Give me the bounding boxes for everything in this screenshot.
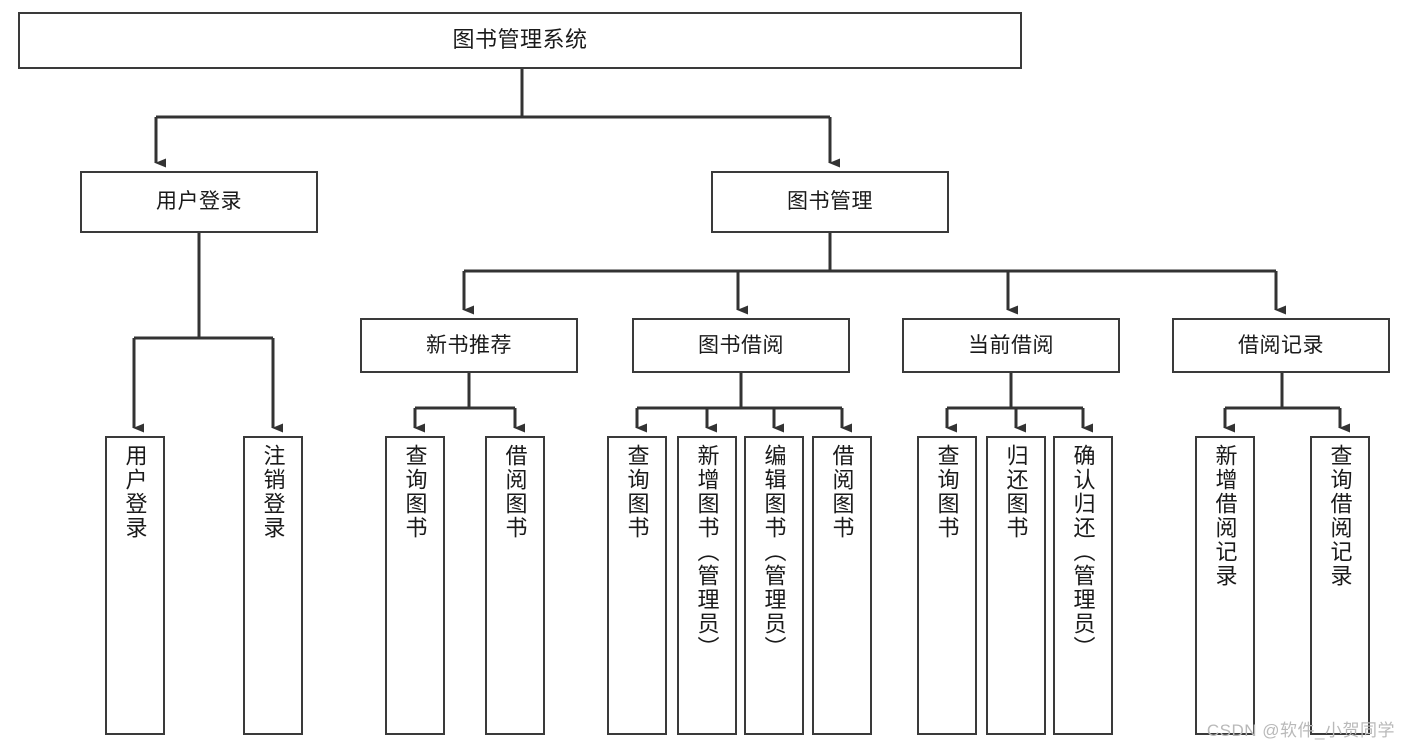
node-root[interactable]: 图书管理系统 (18, 12, 1022, 69)
node-leaf-add-book-label: 新增图书（管理员） (694, 444, 720, 660)
node-borrow-record-label: 借阅记录 (1238, 333, 1324, 357)
node-book-borrow-label: 图书借阅 (698, 333, 784, 357)
node-leaf-add-record[interactable]: 新增借阅记录 (1195, 436, 1255, 735)
node-leaf-query-book-3-label: 查询图书 (934, 444, 960, 540)
node-leaf-query-book-1-label: 查询图书 (402, 444, 428, 540)
node-leaf-query-book-2-label: 查询图书 (624, 444, 650, 540)
node-leaf-borrow-book-1-label: 借阅图书 (502, 444, 528, 540)
node-leaf-borrow-book-1[interactable]: 借阅图书 (485, 436, 545, 735)
node-leaf-query-record-label: 查询借阅记录 (1327, 444, 1353, 588)
node-root-label: 图书管理系统 (452, 27, 588, 53)
node-user-login-label: 用户登录 (156, 190, 242, 214)
node-leaf-logout-label: 注销登录 (260, 444, 286, 540)
node-leaf-edit-book-label: 编辑图书（管理员） (761, 444, 787, 660)
node-leaf-borrow-book-2-label: 借阅图书 (829, 444, 855, 540)
node-leaf-user-login-label: 用户登录 (122, 444, 148, 540)
node-current-borrow[interactable]: 当前借阅 (902, 318, 1120, 373)
node-leaf-query-book-1[interactable]: 查询图书 (385, 436, 445, 735)
node-book-manage-label: 图书管理 (787, 190, 873, 214)
node-leaf-borrow-book-2[interactable]: 借阅图书 (812, 436, 872, 735)
node-leaf-query-record[interactable]: 查询借阅记录 (1310, 436, 1370, 735)
node-user-login[interactable]: 用户登录 (80, 171, 318, 233)
node-leaf-query-book-2[interactable]: 查询图书 (607, 436, 667, 735)
node-leaf-add-book[interactable]: 新增图书（管理员） (677, 436, 737, 735)
node-leaf-query-book-3[interactable]: 查询图书 (917, 436, 977, 735)
node-leaf-confirm-return[interactable]: 确认归还（管理员） (1053, 436, 1113, 735)
node-new-book-recommend[interactable]: 新书推荐 (360, 318, 578, 373)
node-leaf-edit-book[interactable]: 编辑图书（管理员） (744, 436, 804, 735)
node-leaf-logout[interactable]: 注销登录 (243, 436, 303, 735)
node-borrow-record[interactable]: 借阅记录 (1172, 318, 1390, 373)
csdn-watermark: CSDN @软件_小贺同学 (1206, 721, 1395, 740)
node-leaf-return-book[interactable]: 归还图书 (986, 436, 1046, 735)
node-leaf-confirm-return-label: 确认归还（管理员） (1070, 444, 1096, 660)
node-new-book-recommend-label: 新书推荐 (426, 333, 512, 357)
node-leaf-add-record-label: 新增借阅记录 (1212, 444, 1238, 588)
node-leaf-user-login[interactable]: 用户登录 (105, 436, 165, 735)
node-book-manage[interactable]: 图书管理 (711, 171, 949, 233)
node-leaf-return-book-label: 归还图书 (1003, 444, 1029, 540)
node-book-borrow[interactable]: 图书借阅 (632, 318, 850, 373)
node-current-borrow-label: 当前借阅 (968, 333, 1054, 357)
